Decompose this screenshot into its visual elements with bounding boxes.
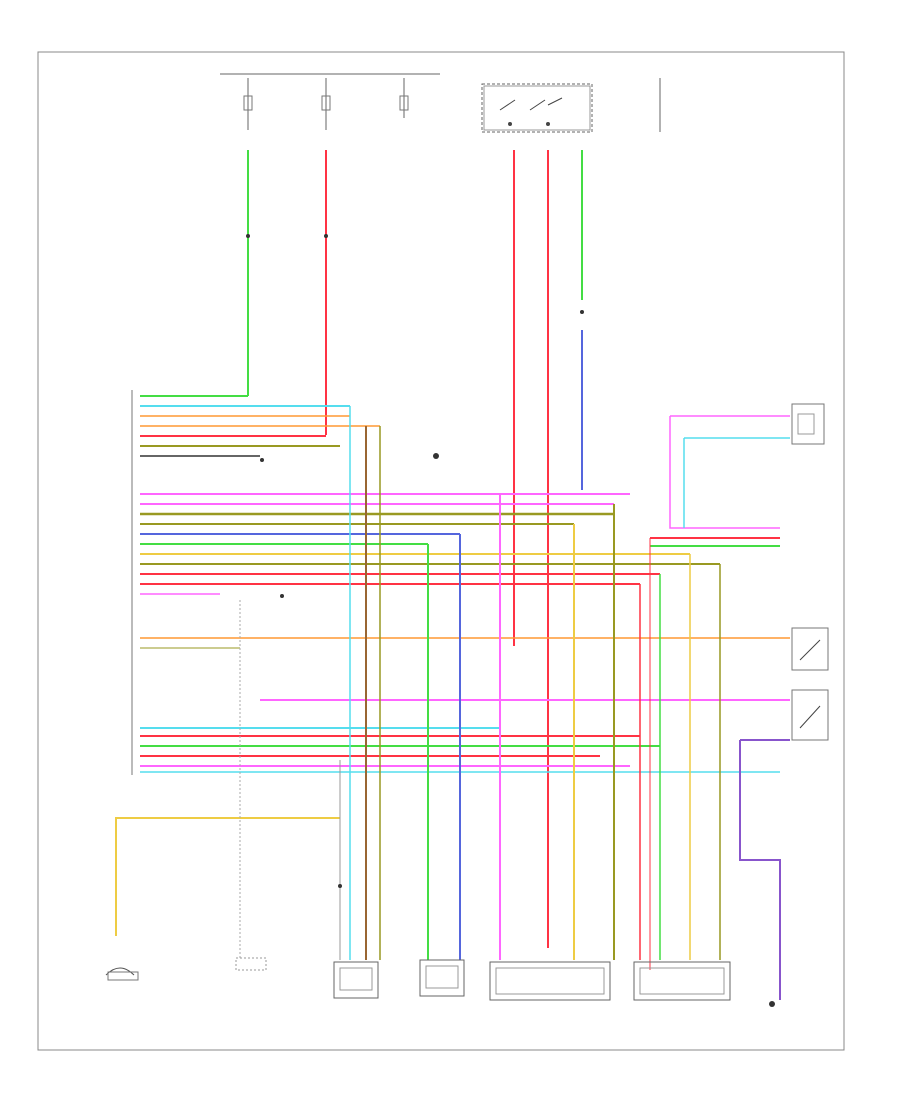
component-speed-sensor-left bbox=[105, 967, 139, 981]
right-connector-group bbox=[649, 537, 780, 970]
right-sensor-upper bbox=[669, 403, 825, 529]
top-relay bbox=[481, 78, 661, 133]
component-solenoid-assembly bbox=[489, 961, 611, 1001]
harness-wires bbox=[140, 395, 790, 773]
component-throttle-sensor bbox=[333, 961, 379, 999]
component-sensor-2 bbox=[235, 957, 267, 971]
component-output-speed-sensor bbox=[419, 959, 465, 997]
bottom-drop-wires bbox=[115, 406, 781, 960]
vertical-feed-wires bbox=[247, 150, 583, 948]
ground-symbol bbox=[769, 960, 781, 1007]
splice-nodes bbox=[246, 234, 584, 888]
component-pressure-sensor bbox=[633, 961, 731, 1001]
diagram-frame bbox=[37, 51, 845, 1051]
right-switch-2 bbox=[740, 689, 829, 741]
right-switch-1 bbox=[791, 627, 829, 671]
fuse-block bbox=[220, 73, 440, 130]
